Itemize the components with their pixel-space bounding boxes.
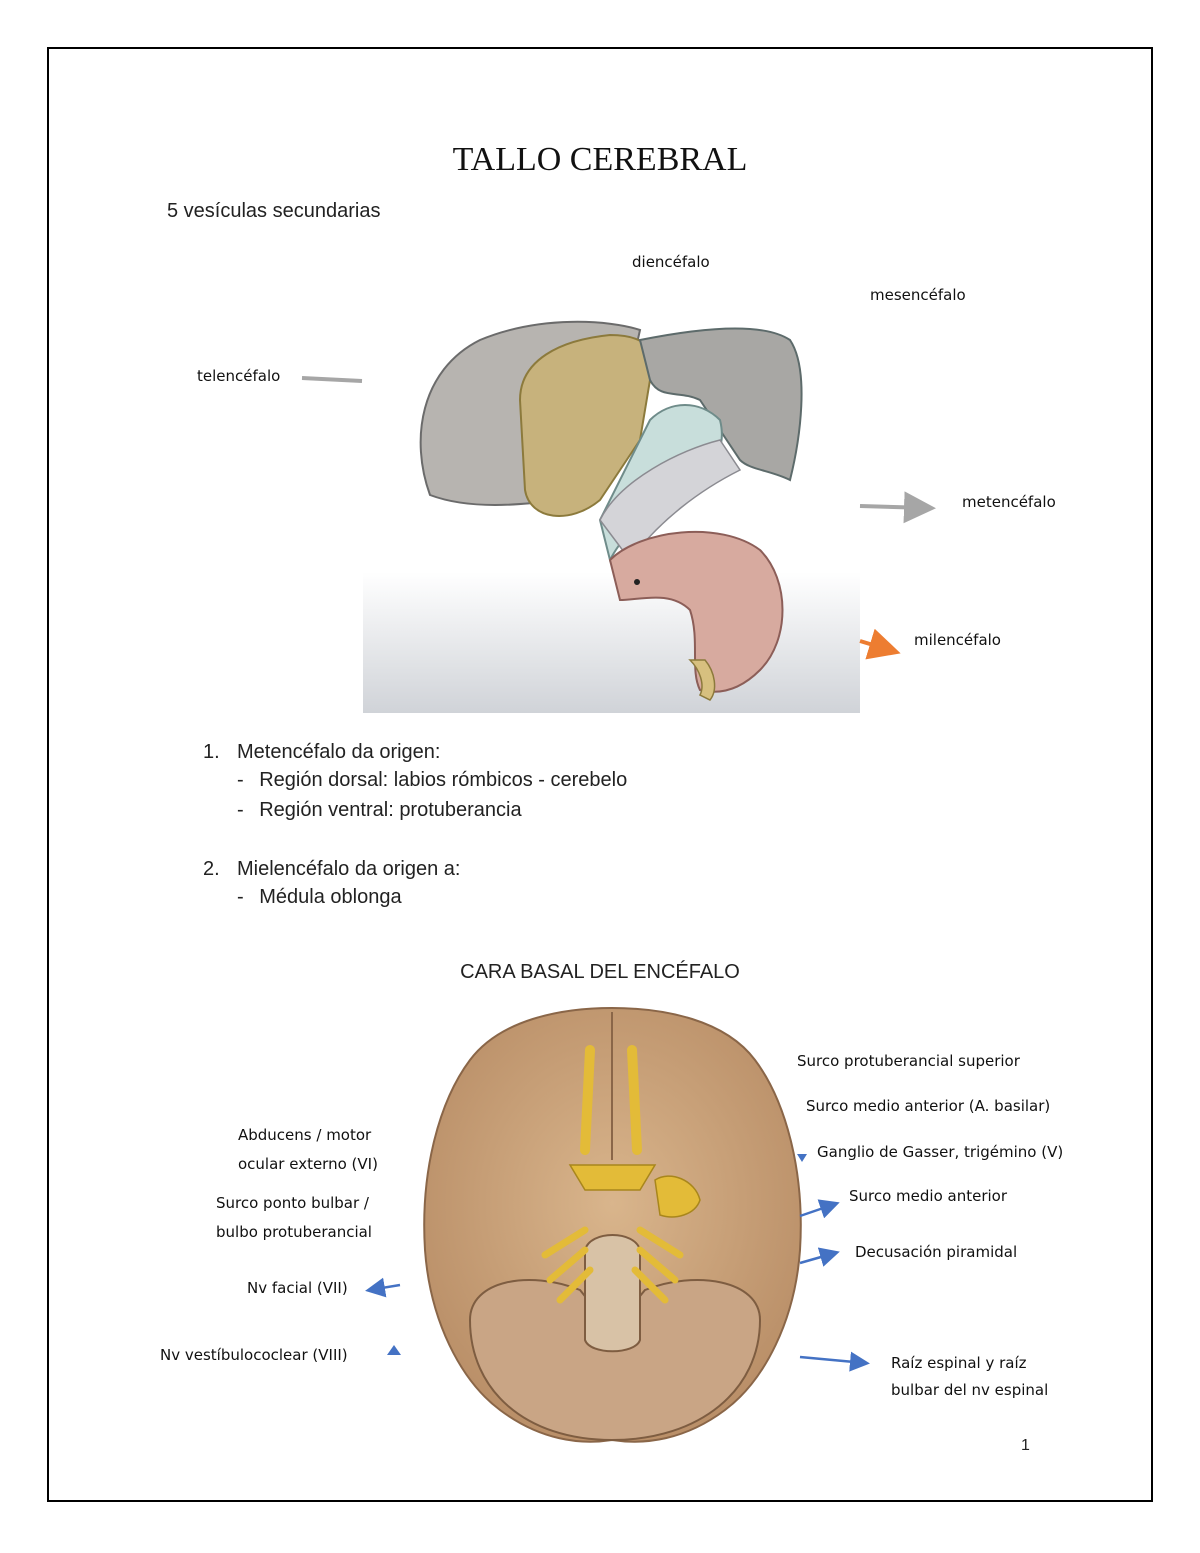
label-nv-vestibulo: Nv vestíbulococlear (VIII): [160, 1346, 348, 1364]
label-milencefalo: milencéfalo: [914, 631, 1001, 649]
label-surco-ponto-line2: bulbo protuberancial: [216, 1223, 372, 1241]
label-surco-protuberancial: Surco protuberancial superior: [797, 1052, 1020, 1070]
dash: -: [237, 886, 244, 908]
sub-text: Región ventral: protuberancia: [259, 799, 522, 821]
page-border: [47, 47, 1153, 1502]
myelencephalon-shape: [608, 530, 784, 693]
vesicles-illustration: [363, 320, 860, 713]
arrow-telencefalo: [301, 376, 363, 383]
basal-brain-illustration: [423, 1006, 802, 1443]
list-item-2-text: Mielencéfalo da origen a:: [237, 858, 461, 880]
label-surco-medio-anterior: Surco medio anterior: [849, 1187, 1008, 1205]
section-title-basal: CARA BASAL DEL ENCÉFALO: [460, 961, 740, 983]
olfactory-tract-left: [580, 1045, 595, 1155]
nerves-right: [631, 1226, 684, 1304]
olfactory-tract-right: [627, 1045, 642, 1155]
list-item-2: 2.: [203, 858, 220, 881]
arrow-nv-vestibulo: [387, 1345, 401, 1355]
label-raiz-line1: Raíz espinal y raíz: [891, 1354, 1027, 1372]
optic-chiasm: [568, 1164, 657, 1191]
figure-background: [363, 572, 860, 713]
list-item-1-text: Metencéfalo da origen:: [237, 741, 441, 763]
sub-text: Región dorsal: labios rómbicos - cerebel…: [259, 769, 628, 791]
label-metencefalo: metencéfalo: [962, 493, 1056, 511]
list-item-1-sub-1: - Región dorsal: labios rómbicos - cereb…: [237, 769, 627, 792]
label-surco-ponto-line1: Surco ponto bulbar /: [216, 1194, 369, 1212]
brainstem-shape: [584, 1234, 641, 1353]
list-item-1-number: 1.: [203, 741, 220, 763]
arrow-raiz-espinal: [799, 1351, 870, 1372]
label-mesencefalo: mesencéfalo: [870, 286, 966, 304]
label-diencefalo: diencéfalo: [632, 253, 710, 271]
label-raiz-line2: bulbar del nv espinal: [891, 1381, 1049, 1399]
label-abducens-line2: ocular externo (VI): [238, 1155, 378, 1173]
arrow-ganglio: [797, 1154, 807, 1162]
label-decusacion: Decusación piramidal: [855, 1243, 1018, 1261]
list-item-2-sub-1: - Médula oblonga: [237, 886, 402, 909]
list-item-1-sub-2: - Región ventral: protuberancia: [237, 799, 522, 822]
spinal-cord-shape: [688, 659, 716, 701]
label-abducens-line1: Abducens / motor: [238, 1126, 372, 1144]
arrow-nv-facial: [365, 1277, 401, 1298]
mesencephalon-shape: [638, 327, 803, 482]
trigeminal-ganglion: [654, 1175, 701, 1218]
subtitle: 5 vesículas secundarias: [167, 200, 381, 222]
nerves-left: [541, 1226, 594, 1304]
dash: -: [237, 799, 244, 821]
list-item-2-number: 2.: [203, 858, 220, 880]
arrow-milencefalo: [859, 628, 901, 660]
dash: -: [237, 769, 244, 791]
arrow-surco-medio-anterior: [799, 1199, 840, 1219]
dot-marker: [634, 579, 640, 585]
arrow-metencefalo: [859, 491, 936, 524]
sub-text: Médula oblonga: [259, 886, 402, 908]
page-number: 1: [1021, 1437, 1030, 1454]
label-telencefalo: telencéfalo: [197, 367, 281, 385]
label-ganglio-gasser: Ganglio de Gasser, trigémino (V): [817, 1143, 1064, 1161]
gray-band-shape: [599, 439, 742, 562]
arrow-decusacion: [799, 1247, 840, 1267]
page-title: TALLO CEREBRAL: [452, 141, 748, 178]
label-surco-medio-basilar: Surco medio anterior (A. basilar): [806, 1097, 1051, 1115]
list-item-1: 1.: [203, 741, 220, 764]
label-nv-facial: Nv facial (VII): [247, 1279, 348, 1297]
